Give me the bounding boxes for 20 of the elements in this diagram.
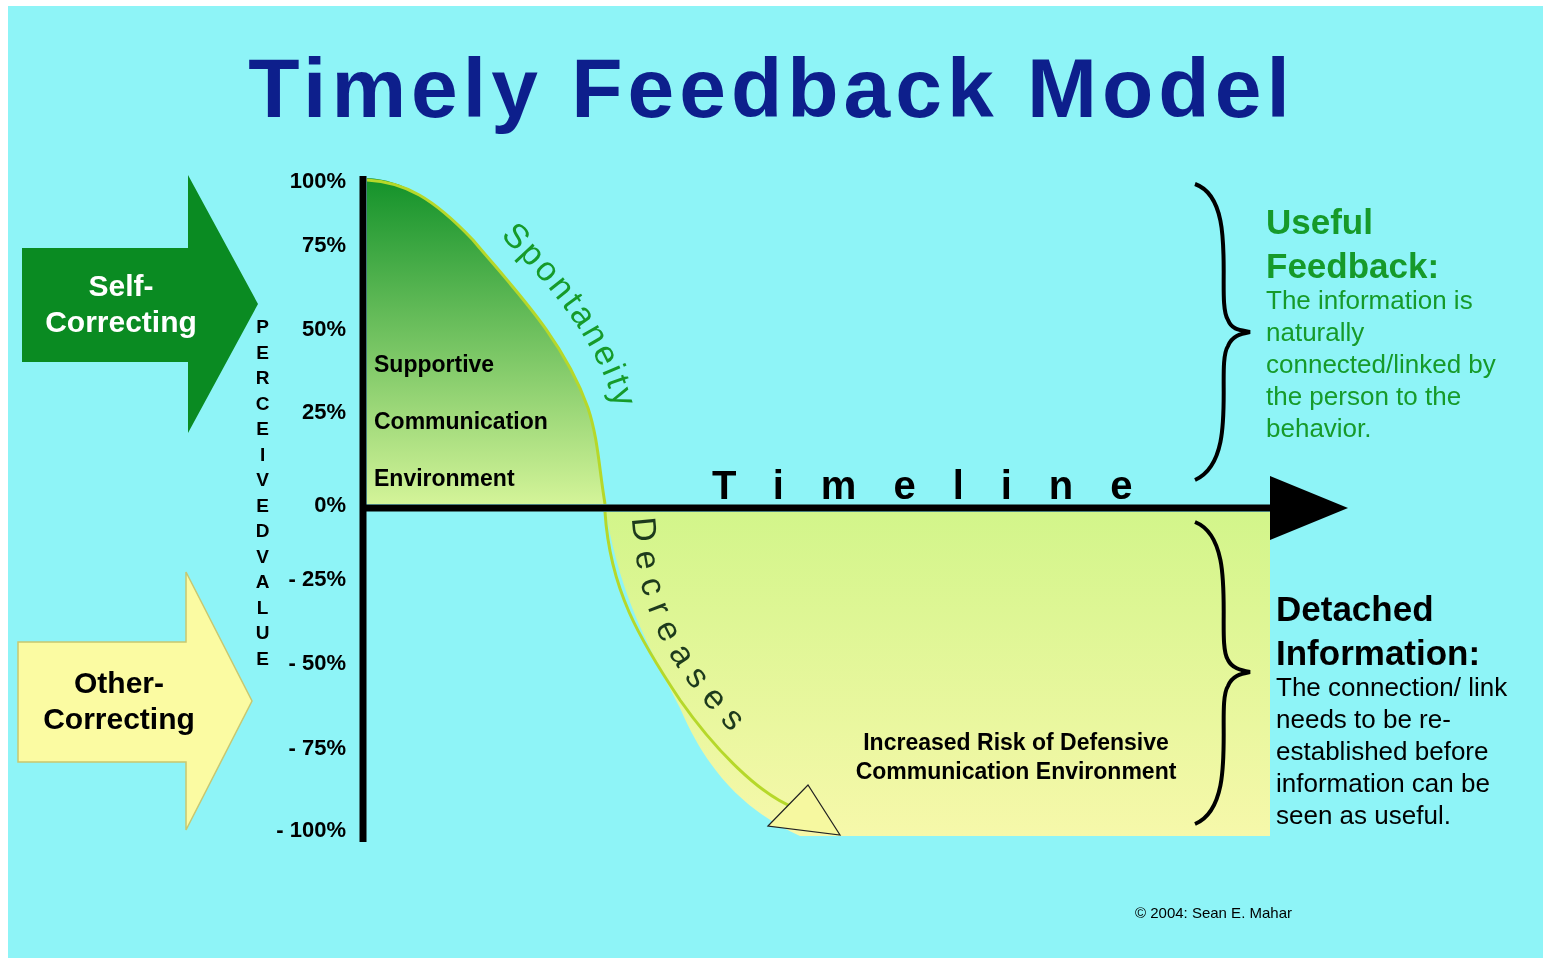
arrow-label: Other-Correcting: [42, 665, 196, 737]
axis-title: Timeline: [712, 465, 1170, 505]
axis-title: PERCEIVED VALUE: [255, 315, 271, 671]
axis-tick-label: 100%: [289, 170, 346, 192]
arrow-label: Self-Correcting: [44, 268, 198, 340]
description: The connection/ link needs to be re-established before information can be seen as useful.: [1276, 671, 1509, 831]
axis-tick-label: 0%: [314, 494, 346, 516]
heading: Useful Feedback:: [1266, 201, 1441, 287]
axis-tick-label: - 100%: [276, 819, 346, 841]
axis-tick-label: 75%: [301, 234, 346, 256]
heading: Detached Information:: [1276, 588, 1482, 674]
description: The information is naturally connected/linked by the person to the behavior.: [1266, 284, 1497, 444]
copyright-note: © 2004: Sean E. Mahar: [1135, 903, 1292, 923]
axis-tick-label: - 50%: [288, 652, 346, 674]
block-arrow: [16, 570, 256, 832]
axis-tick-label: 25%: [301, 401, 346, 423]
region-label: Increased Risk of Defensive Communication Environment: [854, 728, 1178, 786]
axis-tick-label: - 25%: [288, 568, 346, 590]
axis-tick-label: - 75%: [288, 737, 346, 759]
axis-tick-label: 50%: [301, 318, 346, 340]
